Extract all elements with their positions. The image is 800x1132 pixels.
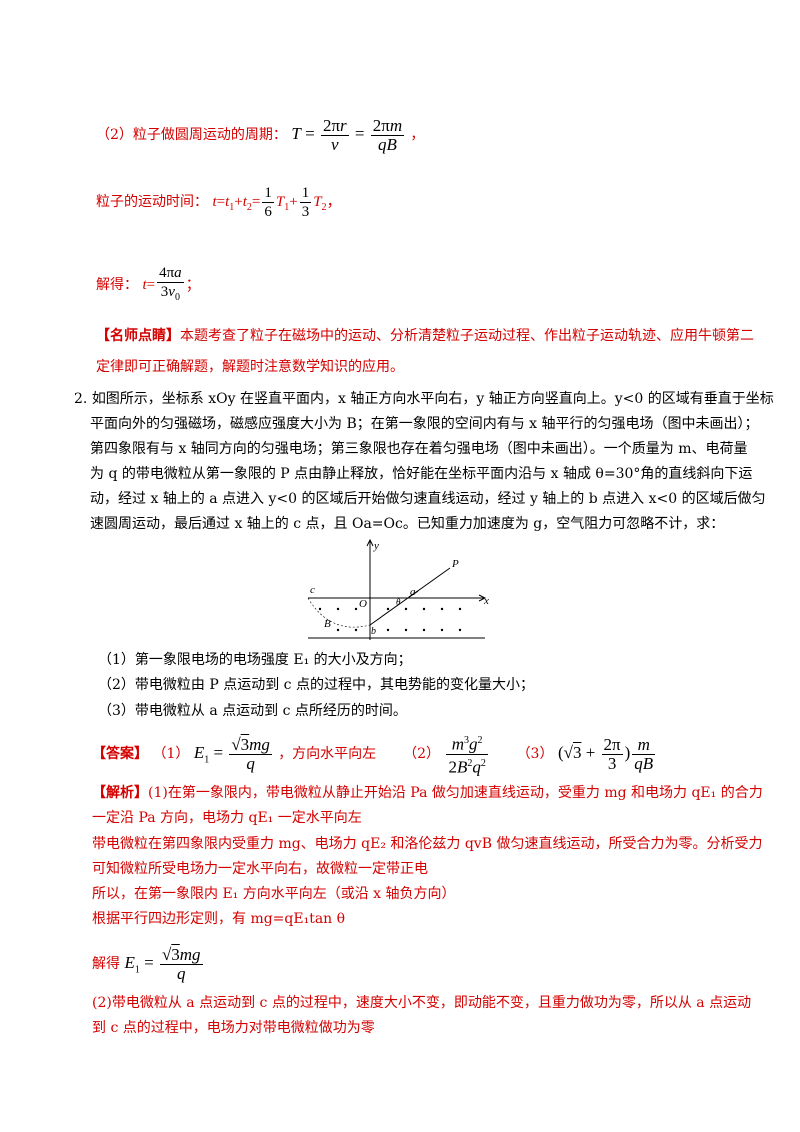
analysis-line-5: 根据平行四边形定则，有 mg=qE₁tan θ: [92, 909, 345, 929]
analysis-text-2: 带电微粒在第四象限内受重力 mg、电场力 qE₂ 和洛伦兹力 qvB 做匀速直线…: [92, 836, 763, 852]
solve-label: 解得：: [96, 276, 138, 293]
analysis-part2-line-2: 到 c 点的过程中，电场力对带电微粒做功为零: [92, 1018, 375, 1038]
trajectory-arrow: [408, 590, 419, 598]
analysis-line-0: 【解析】(1)在第一象限内，带电微粒从静止开始沿 Pa 做匀加速直线运动，受重力…: [92, 783, 763, 803]
label-b: b: [371, 626, 376, 637]
label-O: O: [359, 598, 367, 610]
analysis-line-1: 一定沿 Pa 方向，电场力 qE₁ 一定水平向左: [92, 808, 362, 828]
problem-text-1: 平面向外的匀强磁场，磁感应强度大小为 B；在第一象限的空间内有与 x 轴平行的匀…: [90, 416, 759, 432]
magnetic-field-dots: [318, 607, 462, 632]
teacher-note-line-2: 定律即可正确解题，解题时注意数学知识的应用。: [96, 357, 404, 377]
problem-line-2: 第四象限有与 x 轴同方向的匀强电场；第三象限也存在着匀强电场（图中未画出）。一…: [90, 439, 748, 459]
problem-text-4: 动，经过 x 轴上的 a 点进入 y<0 的区域后开始做匀速直线运动，经过 y …: [90, 491, 766, 507]
teacher-note-tag: 【名师点睛】: [96, 328, 180, 344]
answer-part-2-label: （2）: [403, 746, 441, 762]
analysis-text-4: 所以，在第一象限内 E₁ 方向水平向左（或沿 x 轴负方向）: [92, 886, 456, 902]
question-3-text: （3）带电微粒从 a 点运动到 c 点所经历的时间。: [98, 703, 407, 719]
analysis-text-0: (1)在第一象限内，带电微粒从静止开始沿 Pa 做匀加速直线运动，受重力 mg …: [148, 785, 763, 801]
analysis-text-3: 可知微粒所受电场力一定水平向右，故微粒一定带正电: [92, 861, 428, 877]
y-axis-label: y: [373, 540, 379, 552]
analysis-part2-line-1: (2)带电微粒从 a 点运动到 c 点的过程中，速度大小不变，即动能不变，且重力…: [92, 993, 751, 1013]
problem-text-5: 速圆周运动，最后通过 x 轴上的 c 点，且 Oa=Oc。已知重力加速度为 g，…: [90, 516, 725, 532]
label-theta: θ: [396, 597, 401, 607]
label-a: a: [410, 586, 416, 598]
analysis-part2-text-2: 到 c 点的过程中，电场力对带电微粒做功为零: [92, 1020, 375, 1036]
physics-diagram: y x P a θ O b c B: [307, 538, 489, 640]
problem-line-3: 为 q 的带电微粒从第一象限的 P 点由静止释放，恰好能在坐标平面内沿与 x 轴…: [90, 464, 752, 484]
problem-line-1: 平面向外的匀强磁场，磁感应强度大小为 B；在第一象限的空间内有与 x 轴平行的匀…: [90, 414, 759, 434]
answer-part-3-label: （3）: [516, 746, 554, 762]
analysis-line-4: 所以，在第一象限内 E₁ 方向水平向左（或沿 x 轴负方向）: [92, 884, 456, 904]
teacher-note-text-2: 定律即可正确解题，解题时注意数学知识的应用。: [96, 359, 404, 375]
question-1-text: （1）第一象限电场的电场强度 E₁ 的大小及方向；: [98, 652, 412, 668]
problem-text-3: 为 q 的带电微粒从第一象限的 P 点由静止释放，恰好能在坐标平面内沿与 x 轴…: [90, 466, 753, 482]
analysis-text-1: 一定沿 Pa 方向，电场力 qE₁ 一定水平向左: [92, 810, 362, 826]
teacher-note-text-1: 本题考查了粒子在磁场中的运动、分析清楚粒子运动过程、作出粒子运动轨迹、应用牛顿第…: [180, 328, 754, 344]
label-c: c: [310, 584, 315, 596]
analysis-part2-text-1: (2)带电微粒从 a 点运动到 c 点的过程中，速度大小不变，即动能不变，且重力…: [92, 995, 752, 1011]
label-B: B: [324, 618, 331, 630]
analysis-line-2: 带电微粒在第四象限内受重力 mg、电场力 qE₂ 和洛伦兹力 qvB 做匀速直线…: [92, 834, 762, 854]
answer-1-direction: ，方向水平向左: [278, 746, 377, 762]
problem-line-4: 动，经过 x 轴上的 a 点进入 y<0 的区域后开始做匀速直线运动，经过 y …: [90, 489, 766, 509]
analysis-tag: 【解析】: [92, 785, 148, 801]
problem-line-5: 速圆周运动，最后通过 x 轴上的 c 点，且 Oa=Oc。已知重力加速度为 g，…: [90, 514, 724, 534]
question-2: （2）带电微粒由 P 点运动到 c 点的过程中，其电势能的变化量大小；: [98, 675, 534, 695]
label-P: P: [451, 558, 459, 570]
problem-text-0: 如图所示，坐标系 xOy 在竖直平面内，x 轴正方向水平向右，y 轴正方向竖直向…: [91, 391, 774, 407]
analysis-solve-label: 解得: [92, 956, 120, 972]
answer-part-1-label: （1）: [152, 746, 190, 762]
analysis-line-3: 可知微粒所受电场力一定水平向右，故微粒一定带正电: [92, 859, 428, 879]
circular-arc: [307, 597, 371, 628]
question-1: （1）第一象限电场的电场强度 E₁ 的大小及方向；: [98, 650, 412, 670]
analysis-text-5: 根据平行四边形定则，有 mg=qE₁tan θ: [92, 911, 346, 927]
period-label: （2）粒子做圆周运动的周期：: [96, 127, 287, 143]
problem-text-2: 第四象限有与 x 轴同方向的匀强电场；第三象限也存在着匀强电场（图中未画出）。一…: [90, 441, 748, 457]
time-label: 粒子的运动时间：: [96, 194, 208, 210]
problem-number: 2.: [74, 391, 88, 407]
question-3: （3）带电微粒从 a 点运动到 c 点所经历的时间。: [98, 701, 407, 721]
problem-line-0: 2. 如图所示，坐标系 xOy 在竖直平面内，x 轴正方向水平向右，y 轴正方向…: [74, 389, 774, 409]
answer-tag: 【答案】: [92, 746, 148, 762]
question-2-text: （2）带电微粒由 P 点运动到 c 点的过程中，其电势能的变化量大小；: [98, 677, 534, 693]
teacher-note-line-1: 【名师点睛】本题考查了粒子在磁场中的运动、分析清楚粒子运动过程、作出粒子运动轨迹…: [96, 326, 754, 346]
x-axis-label: x: [483, 595, 489, 607]
